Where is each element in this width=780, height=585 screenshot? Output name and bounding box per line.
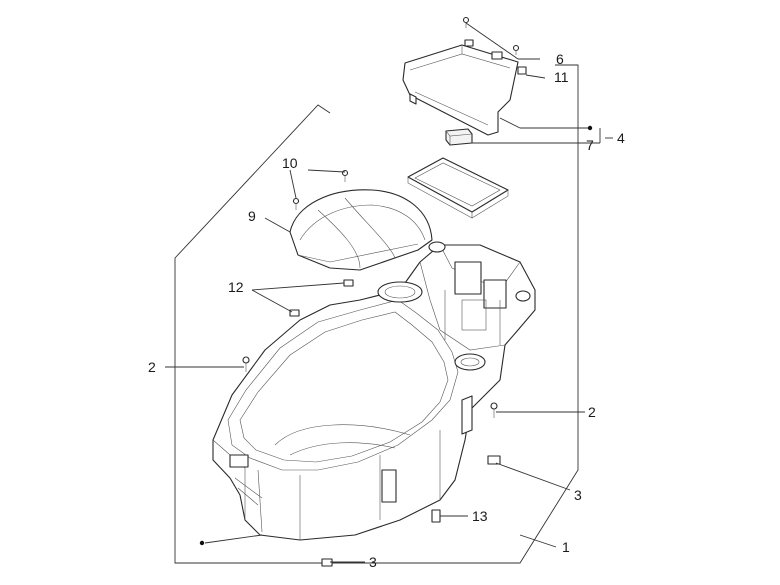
cover-part [289,189,433,271]
callout-4: 4 [617,130,625,146]
callout-11: 11 [554,69,569,85]
callout-13: 13 [472,508,488,524]
callout-1: 1 [562,539,570,555]
callout-7: 7 [586,137,594,153]
tray-part [407,157,509,219]
callout-10: 10 [282,155,298,171]
fasteners [242,16,527,567]
leader-dot [587,125,593,131]
leader-lines [165,22,613,563]
callout-6: 6 [556,51,564,67]
storage-compartment-body [212,241,536,541]
callout-2-left: 2 [148,359,156,375]
callout-9: 9 [248,208,256,224]
callout-labels: 1 2 2 3 3 4 6 7 9 10 11 12 13 [148,51,625,570]
callout-3-right: 3 [574,487,582,503]
callout-2-right: 2 [588,404,596,420]
callout-3-bottom: 3 [369,554,377,570]
assembly-frame [174,64,579,564]
pad-part [445,128,473,146]
leader-dot [199,540,205,546]
callout-12: 12 [228,279,244,295]
glove-box-assembly [402,39,519,136]
